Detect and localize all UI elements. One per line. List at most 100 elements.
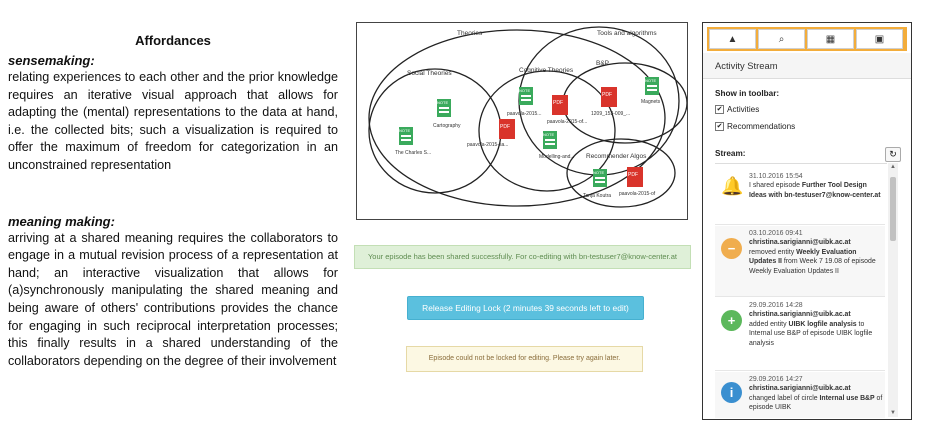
item-bold-text: Further Tool Design Ideas with bn-testus… <box>749 182 881 199</box>
item-user: christina.sarigianni@uibk.ac.at <box>749 311 851 319</box>
sensemaking-heading: sensemaking: <box>8 53 95 68</box>
item-text: added entity <box>749 320 789 328</box>
bell-icon: 🔔 <box>721 176 744 197</box>
svg-text:PDF: PDF <box>500 124 510 130</box>
svg-text:NOTE: NOTE <box>543 132 554 137</box>
svg-text:paavola-2015-of...: paavola-2015-of... <box>547 119 587 125</box>
activity-panel: ▲ ⌕ ▦ ▣ Activity Stream Show in toolbar:… <box>702 22 912 420</box>
item-bold-text: Internal use B&P <box>819 394 875 402</box>
svg-text:PDF: PDF <box>553 100 563 106</box>
svg-text:1209_153-009_...: 1209_153-009_... <box>591 111 630 117</box>
item-tail: to Internal use B&P of episode UIBK logf… <box>749 320 873 347</box>
svg-text:Cartography: Cartography <box>433 123 461 129</box>
item-date: 29.09.2016 14:28 <box>749 302 803 309</box>
plus-icon: + <box>721 310 742 331</box>
tab-activity[interactable]: ▲ <box>709 29 756 49</box>
panel-title: Activity Stream <box>703 53 911 79</box>
affordances-title: Affordances <box>135 33 211 48</box>
option-activities[interactable]: ✔ Activities <box>715 105 759 114</box>
item-user: christina.sarigianni@uibk.ac.at <box>749 239 851 247</box>
activities-label: Activities <box>727 105 760 114</box>
circle-theories[interactable] <box>368 29 666 207</box>
circle-social[interactable] <box>368 68 502 194</box>
doc-note-cartography[interactable]: NOTE Cartography <box>433 99 461 129</box>
svg-text:NOTE: NOTE <box>437 100 448 105</box>
toolbar-label: Show in toolbar: <box>715 89 780 98</box>
minus-icon: − <box>721 238 742 259</box>
item-bold-text: Weekly Evaluation Updates II <box>749 248 857 266</box>
tab-briefcase[interactable]: ▣ <box>856 29 903 49</box>
doc-note-paavola-a[interactable]: NOTE paavola-2015... <box>507 87 541 117</box>
tab-grid[interactable]: ▦ <box>807 29 854 49</box>
label-theories: Theories <box>457 30 483 37</box>
doc-note-magnets[interactable]: NOTE Magnets <box>641 77 661 105</box>
svg-text:Magnets: Magnets <box>641 99 661 105</box>
scroll-down-icon[interactable]: ▼ <box>890 410 896 416</box>
scroll-thumb[interactable] <box>890 177 896 241</box>
svg-text:NOTE: NOTE <box>593 170 604 175</box>
circle-recommender[interactable] <box>566 138 676 208</box>
item-date: 29.09.2016 14:27 <box>749 376 803 383</box>
circle-bp[interactable] <box>562 62 687 144</box>
item-bold-text: UIBK logfile analysis <box>788 320 857 328</box>
svg-text:PDF: PDF <box>628 172 638 178</box>
lock-warning-alert: Episode could not be locked for editing.… <box>406 346 643 372</box>
sensemaking-text: relating experiences to each other and t… <box>8 70 338 172</box>
doc-note-modelling[interactable]: NOTE Modelling-and... <box>539 131 575 160</box>
svg-text:NOTE: NOTE <box>645 78 656 83</box>
label-cognitive: Cognitive Theories <box>519 67 574 74</box>
meaning-making-heading: meaning making: <box>8 213 115 229</box>
list-item[interactable]: − 03.10.2016 09:41 christina.sarigianni@… <box>715 226 885 297</box>
refresh-icon[interactable]: ↻ <box>885 147 901 162</box>
affordances-section: Affordances sensemaking: relating experi… <box>8 33 338 370</box>
svg-text:Modelling-and...: Modelling-and... <box>539 154 575 160</box>
panel-tabbar: ▲ ⌕ ▦ ▣ <box>707 27 907 51</box>
activity-stream[interactable]: 🔔 31.10.2016 15:54 I shared episode Furt… <box>715 163 887 418</box>
tab-search[interactable]: ⌕ <box>758 29 805 49</box>
doc-pdf-paavola-c[interactable]: PDF paavola-2015-sa... <box>467 119 515 148</box>
svg-text:paavola-2015...: paavola-2015... <box>507 111 541 117</box>
item-text: changed label of circle <box>749 394 820 402</box>
bell-icon: ▲ <box>727 34 738 45</box>
label-tools: Tools and algorithms <box>597 30 657 37</box>
item-text: I shared episode <box>749 182 802 190</box>
info-icon: i <box>721 382 742 403</box>
label-social: Social Theories <box>407 70 452 77</box>
list-item[interactable]: 🔔 31.10.2016 15:54 I shared episode Furt… <box>715 170 885 225</box>
item-date: 31.10.2016 15:54 <box>749 173 803 180</box>
briefcase-icon: ▣ <box>874 34 885 45</box>
success-alert: Your episode has been shared successfull… <box>354 245 691 269</box>
meaning-making-text: arriving at a shared meaning requires th… <box>8 230 338 368</box>
doc-pdf-paavola-d[interactable]: PDF paavola-2015-of <box>619 167 656 197</box>
episode-diagram[interactable]: Theories Tools and algorithms Social The… <box>356 22 688 220</box>
label-bp: B&P <box>596 60 609 67</box>
activities-checkbox[interactable]: ✔ <box>715 105 724 114</box>
label-recommender: Recommender Algos <box>586 153 647 160</box>
svg-text:NOTE: NOTE <box>519 88 530 93</box>
scroll-up-icon[interactable]: ▲ <box>890 164 896 170</box>
svg-text:paavola-2015-of: paavola-2015-of <box>619 191 656 197</box>
list-item[interactable]: i 29.09.2016 14:27 christina.sarigianni@… <box>715 372 885 418</box>
recommendations-label: Recommendations <box>727 122 796 131</box>
doc-note-tanja[interactable]: NOTE Tanja Koutra <box>583 169 611 199</box>
circle-cognitive[interactable] <box>478 70 616 192</box>
svg-text:Tanja Koutra: Tanja Koutra <box>583 193 611 199</box>
option-recommendations[interactable]: ✔ Recommendations <box>715 122 795 131</box>
doc-pdf-1209[interactable]: PDF 1209_153-009_... <box>591 87 630 117</box>
list-item[interactable]: + 29.09.2016 14:28 christina.sarigianni@… <box>715 298 885 371</box>
stream-label: Stream: <box>715 149 746 158</box>
svg-text:NOTE: NOTE <box>399 128 410 133</box>
recommendations-checkbox[interactable]: ✔ <box>715 122 724 131</box>
svg-text:The Charles S...: The Charles S... <box>395 150 431 156</box>
item-user: christina.sarigianni@uibk.ac.at <box>749 385 851 393</box>
item-text: removed entity <box>749 248 797 256</box>
item-date: 03.10.2016 09:41 <box>749 230 803 237</box>
svg-text:PDF: PDF <box>602 92 612 98</box>
item-tail: of episode UIBK <box>749 394 883 412</box>
doc-note-charles[interactable]: NOTE The Charles S... <box>395 127 431 156</box>
release-lock-button[interactable]: Release Editing Lock (2 minutes 39 secon… <box>407 296 644 320</box>
svg-text:paavola-2015-sa...: paavola-2015-sa... <box>467 142 508 148</box>
stream-scrollbar[interactable]: ▲ ▼ <box>888 163 898 417</box>
item-tail: from Week 7 19.08 of episode Weekly Eval… <box>749 258 876 275</box>
doc-pdf-paavola-b[interactable]: PDF paavola-2015-of... <box>547 95 587 125</box>
